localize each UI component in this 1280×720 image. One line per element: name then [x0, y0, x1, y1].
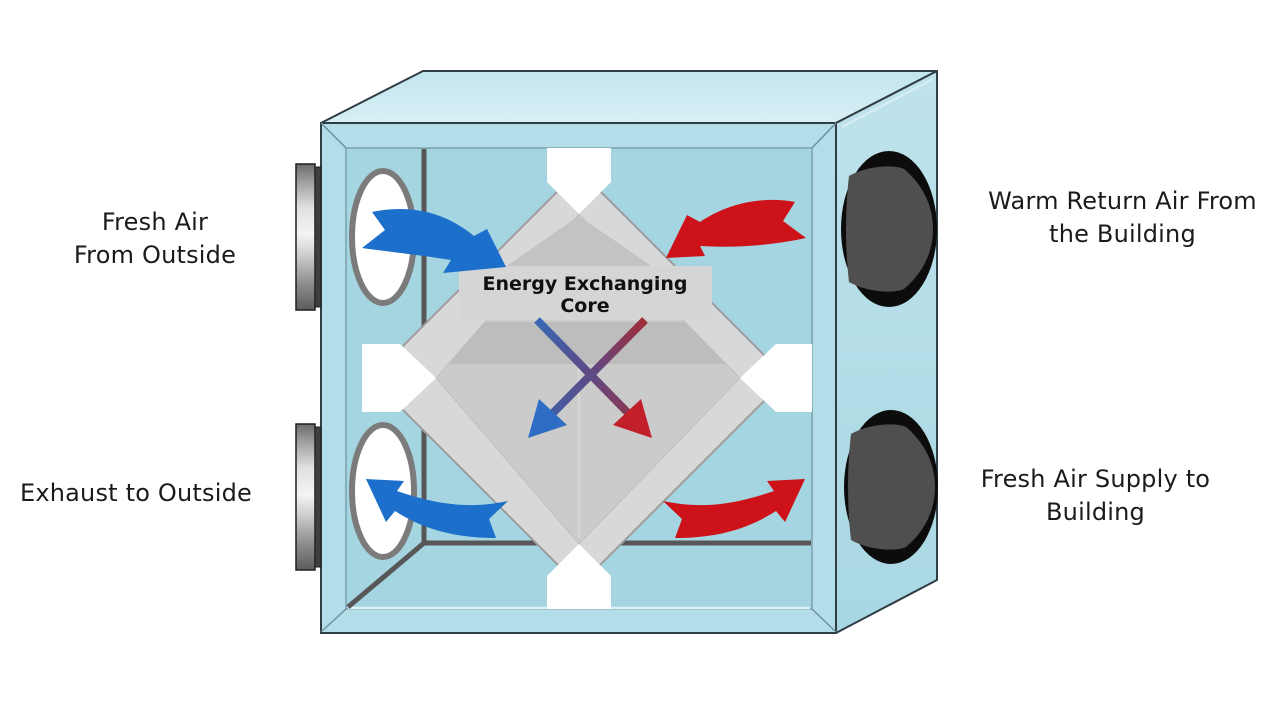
core-label-band	[459, 266, 712, 320]
label-fresh-air-supply: Fresh Air Supply to Building	[953, 463, 1238, 529]
cross-arrow-cold-head	[528, 399, 567, 438]
label-line: Warm Return Air From	[988, 187, 1257, 215]
label-fresh-air-from-outside: Fresh Air From Outside	[30, 206, 280, 272]
port-fresh-supply-duct	[848, 424, 935, 550]
arrow-exhaust-out	[366, 479, 508, 538]
cross-arrow-warm-head	[613, 399, 652, 438]
duct-opening-top	[547, 148, 611, 214]
duct-collar-lower	[295, 423, 322, 571]
frame-bevels	[320, 122, 837, 633]
cross-arrow-warm-to-cold-shaft	[546, 317, 648, 420]
duct-opening-right	[740, 344, 812, 412]
duct-opening-left	[362, 344, 436, 412]
label-line: Exhaust to Outside	[19, 479, 253, 507]
core-top-facet	[505, 216, 653, 267]
arrow-warm-return-in	[666, 199, 806, 258]
label-exhaust-to-outside: Exhaust to Outside	[0, 477, 272, 510]
label-line: Building	[1046, 498, 1145, 526]
port-warm-return	[841, 151, 937, 307]
core-label-line1: Energy Exchanging	[483, 273, 688, 295]
duct-opening-bottom	[547, 544, 611, 609]
box-top-face	[320, 70, 938, 124]
arrow-fresh-supply-out	[663, 479, 805, 538]
duct-collar-upper	[295, 163, 322, 311]
label-line: Fresh Air	[101, 208, 209, 236]
port-warm-return-duct	[846, 166, 933, 292]
label-warm-return-air: Warm Return Air From the Building	[980, 185, 1265, 251]
label-line: the Building	[1049, 220, 1196, 248]
core-shade-strip	[448, 322, 726, 364]
arrow-fresh-air-in	[362, 209, 506, 273]
energy-core: Energy Exchanging Core	[369, 168, 789, 588]
label-line: From Outside	[73, 241, 237, 269]
cross-arrow-cold-to-warm-shaft	[534, 317, 635, 420]
duct-openings	[362, 148, 812, 609]
heat-exchange-cross-arrows	[528, 317, 652, 438]
core-label-line2: Core	[560, 295, 609, 317]
port-fresh-supply	[844, 410, 938, 564]
label-line: Fresh Air Supply to	[980, 465, 1211, 493]
right-face-chamfer	[841, 78, 934, 128]
